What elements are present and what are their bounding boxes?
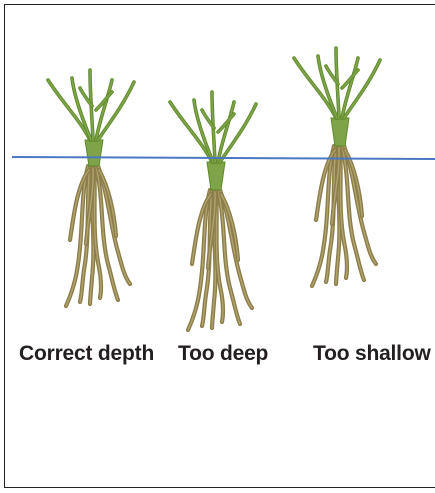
plant-too-deep [170,92,256,330]
label-too-deep: Too deep [178,342,268,366]
label-correct-depth: Correct depth [19,342,154,366]
plant-correct-depth-crown [85,140,103,166]
plant-too-shallow-leaves [294,48,380,118]
plant-too-deep-roots [188,190,252,330]
plant-too-deep-leaves [170,92,256,162]
plant-too-shallow-roots [312,146,376,286]
plant-too-shallow-crown [331,118,349,146]
plant-correct-depth-roots [66,166,130,306]
plant-correct-depth-leaves [48,70,134,140]
soil-surface-line [12,157,435,159]
label-too-shallow: Too shallow [313,342,431,366]
plant-correct-depth [48,70,134,306]
plant-too-deep-crown [207,162,225,190]
plant-too-shallow [294,48,380,286]
